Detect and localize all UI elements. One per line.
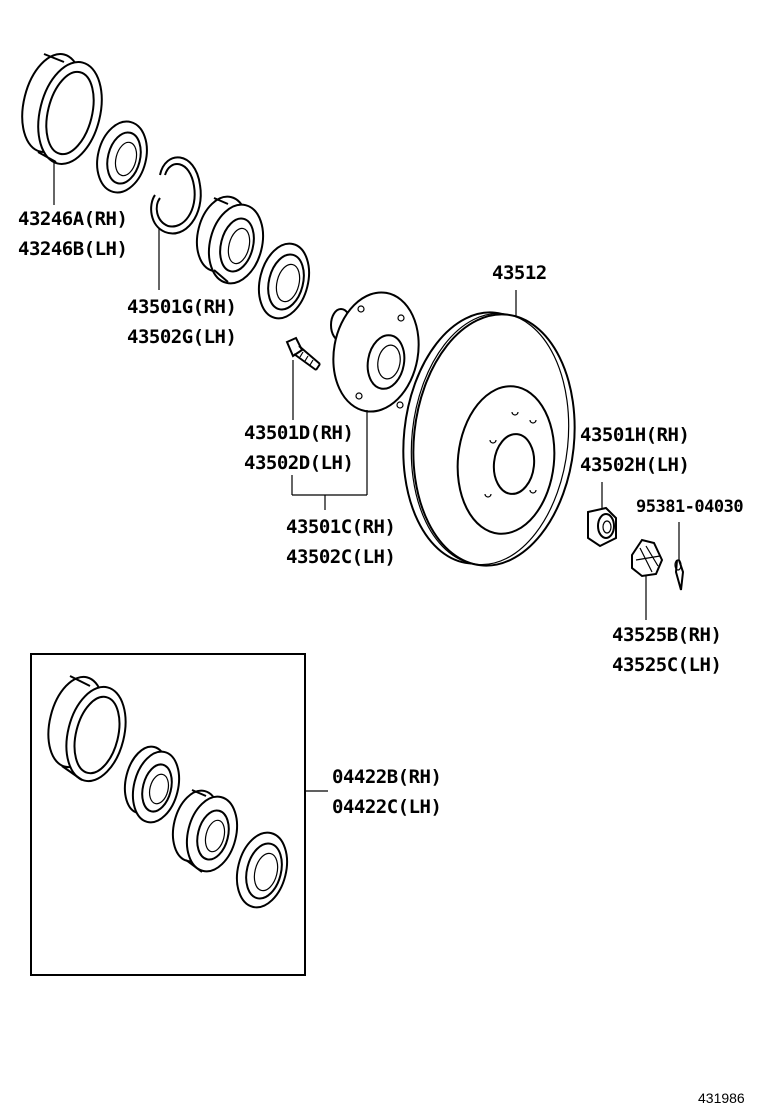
part-number-04422b: 04422B(RH) xyxy=(332,766,442,788)
part-number-43246b: 43246B(LH) xyxy=(18,238,128,260)
part-number-43525c: 43525C(LH) xyxy=(612,654,722,676)
part-number-04422c: 04422C(LH) xyxy=(332,796,442,818)
label-hub-nut: 43501H(RH) 43502H(LH) xyxy=(580,420,690,480)
part-number-43502g: 43502G(LH) xyxy=(127,326,237,348)
label-oil-seal: 43246A(RH) 43246B(LH) xyxy=(18,204,128,264)
cotter-pin-drawing xyxy=(674,559,685,591)
nut-cap-drawing xyxy=(631,538,664,578)
axle-hub-drawing xyxy=(330,291,420,413)
oil-seal-drawing xyxy=(21,53,103,165)
part-number-43501h: 43501H(RH) xyxy=(580,424,690,446)
label-bearing-kit: 04422B(RH) 04422C(LH) xyxy=(332,762,442,822)
label-brake-disc: 43512 xyxy=(492,258,547,288)
hub-nut-drawing xyxy=(587,506,617,548)
part-number-43501d: 43501D(RH) xyxy=(244,422,354,444)
part-number-43501c: 43501C(RH) xyxy=(286,516,396,538)
outer-race-drawing xyxy=(257,242,311,320)
figure-id: 431986 xyxy=(698,1090,745,1106)
part-number-43512: 43512 xyxy=(492,262,547,284)
label-nut-cap: 43525B(RH) 43525C(LH) xyxy=(612,620,722,680)
part-number-43502d: 43502D(LH) xyxy=(244,452,354,474)
bearing-kit-box xyxy=(30,653,306,976)
label-hub-bolt: 43501D(RH) 43502D(LH) xyxy=(244,418,354,478)
kit-inner-bearing-drawing xyxy=(123,745,181,824)
part-number-95381: 95381-04030 xyxy=(636,497,744,517)
part-number-43502h: 43502H(LH) xyxy=(580,454,690,476)
part-number-43525b: 43525B(RH) xyxy=(612,624,722,646)
hub-bolt-drawing xyxy=(285,336,321,371)
kit-bearing-drawing xyxy=(171,789,239,873)
label-snap-ring: 43501G(RH) 43502G(LH) xyxy=(127,292,237,352)
bearing-drawing xyxy=(195,195,265,285)
part-number-43502c: 43502C(LH) xyxy=(286,546,396,568)
part-number-43246a: 43246A(RH) xyxy=(18,208,128,230)
kit-outer-race-drawing xyxy=(235,831,289,909)
label-cotter-pin: 95381-04030 xyxy=(636,492,744,522)
label-axle-hub: 43501C(RH) 43502C(LH) xyxy=(286,512,396,572)
kit-oil-seal-drawing xyxy=(47,675,127,783)
snap-ring-drawing xyxy=(150,156,202,235)
inner-bearing-drawing xyxy=(96,120,148,194)
leader-lines xyxy=(53,160,680,792)
part-number-43501g: 43501G(RH) xyxy=(127,296,237,318)
brake-disc-drawing xyxy=(402,311,576,567)
